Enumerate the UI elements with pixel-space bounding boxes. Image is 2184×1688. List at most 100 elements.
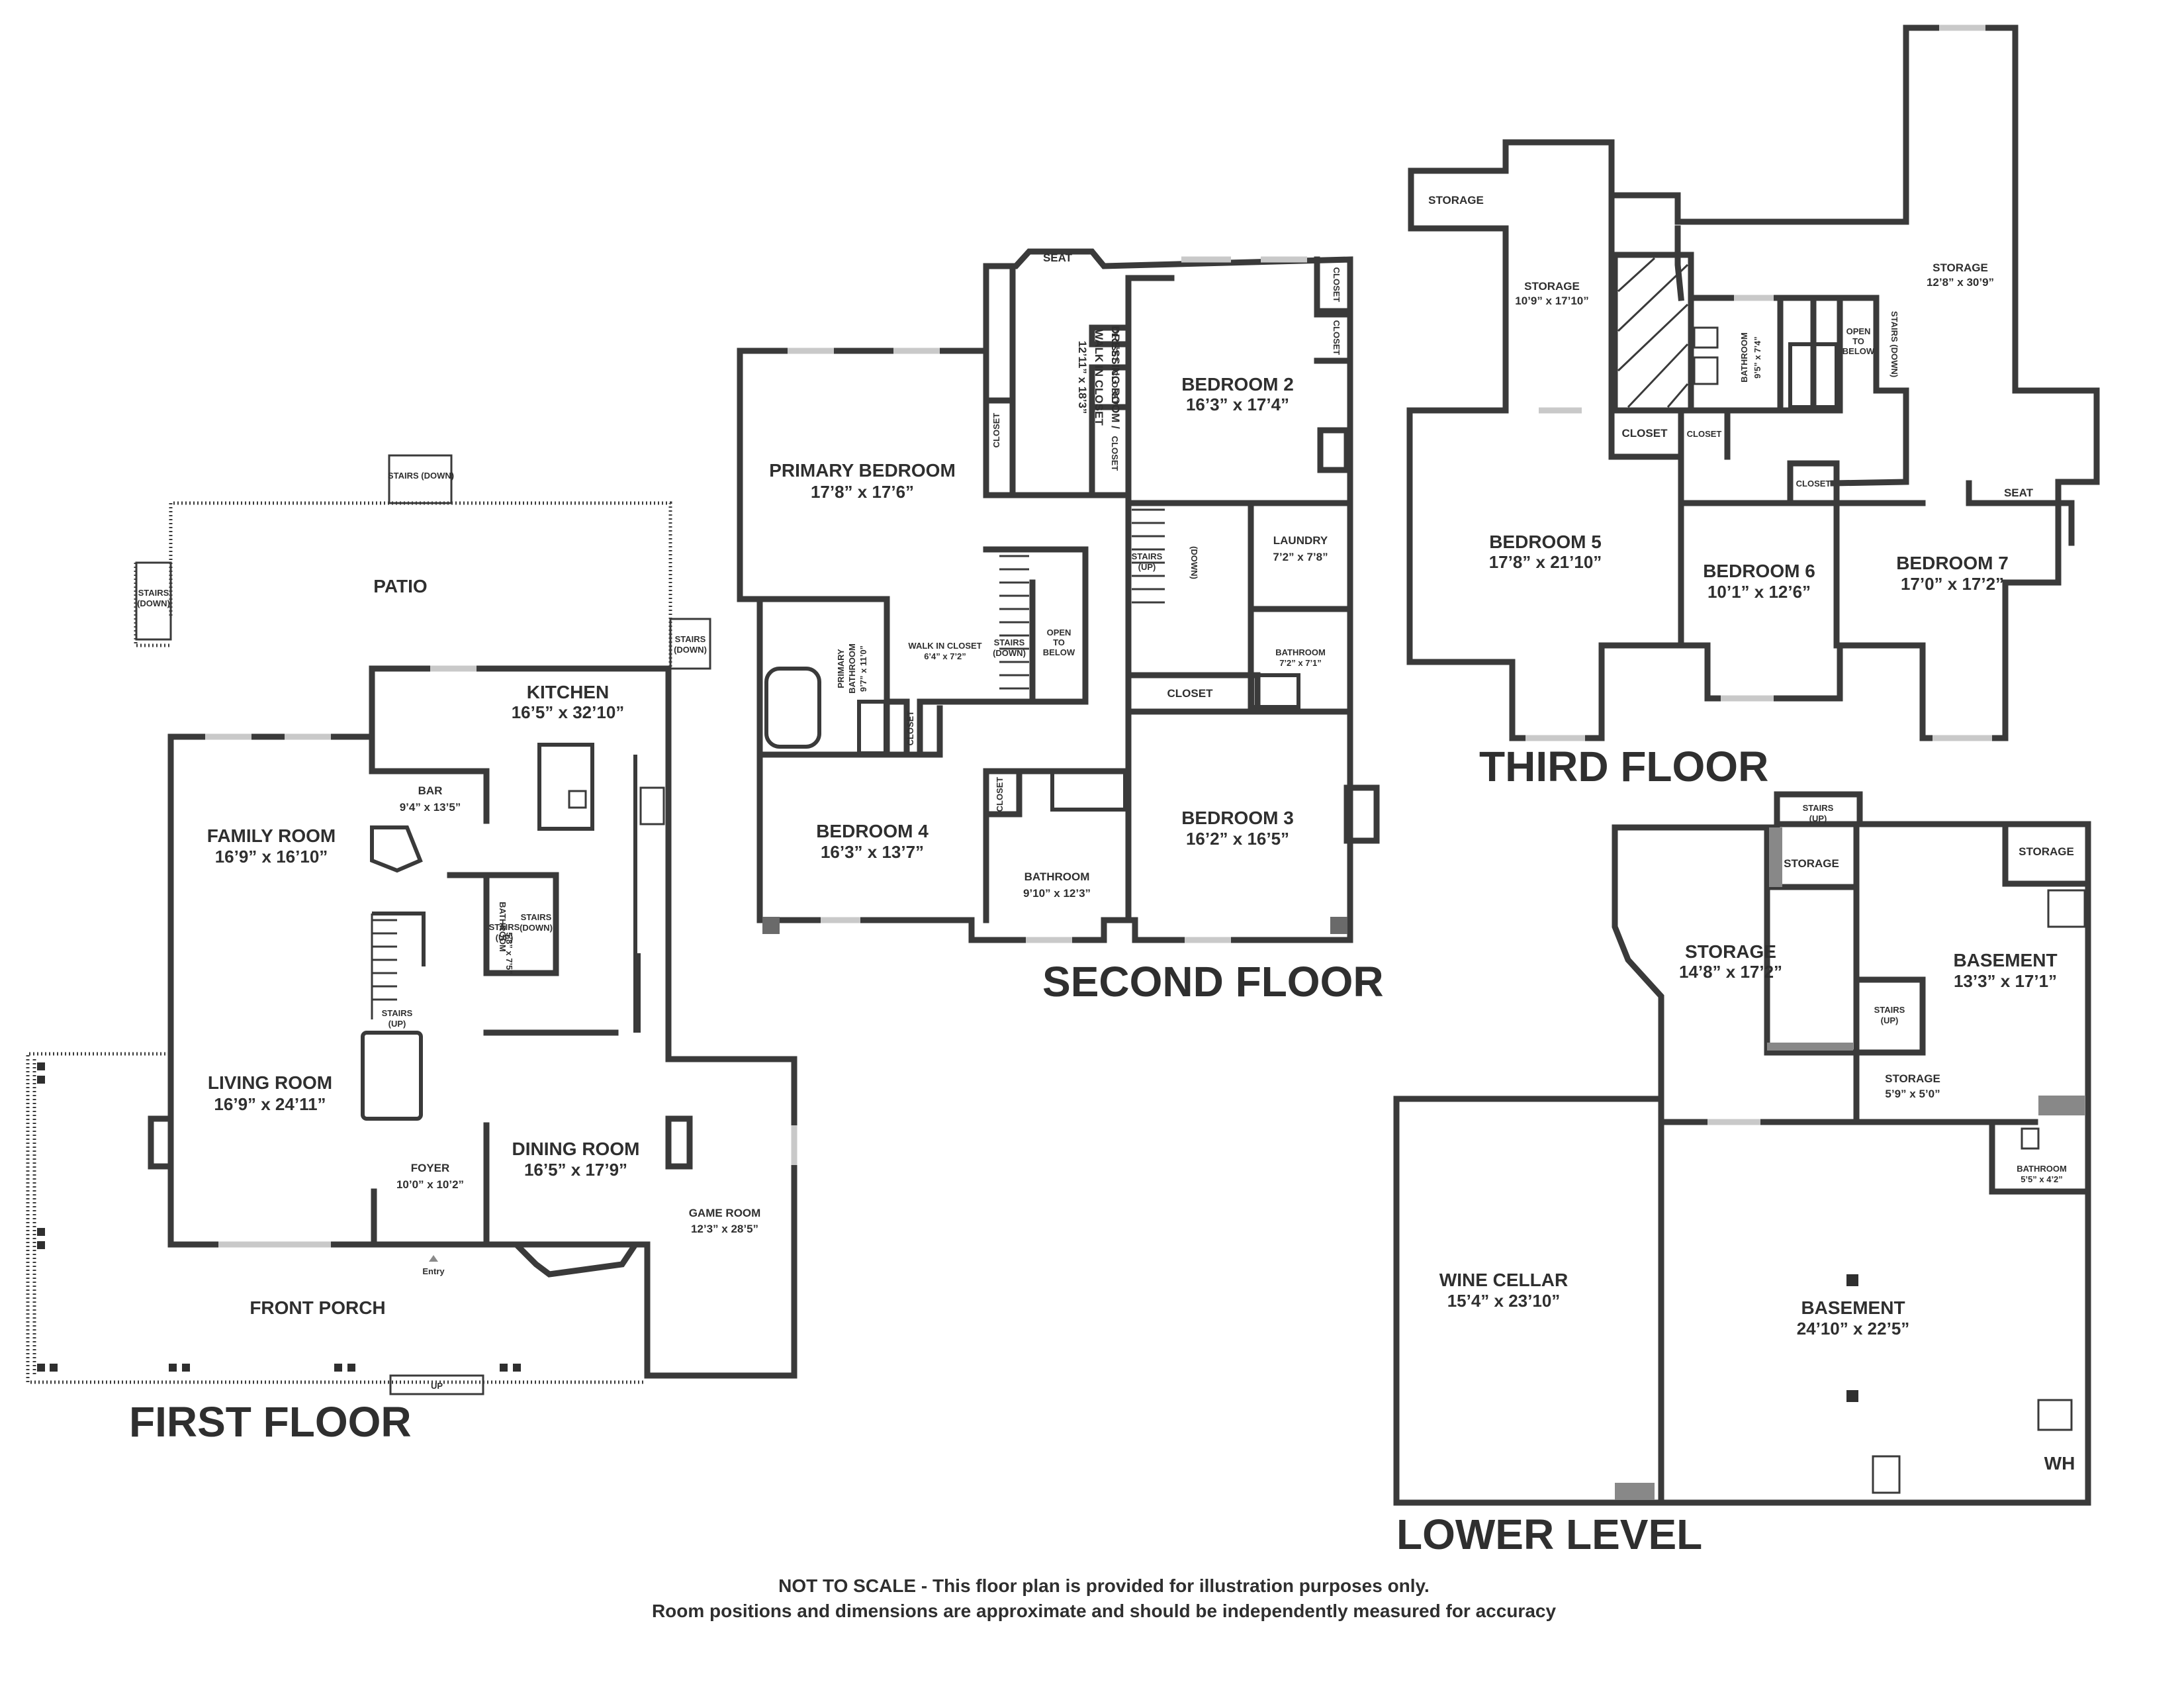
fireplace-icon bbox=[1317, 427, 1350, 473]
room-dim: 17’8” x 17’6” bbox=[811, 482, 914, 502]
range-icon bbox=[639, 786, 665, 825]
closet-label: CLOSET bbox=[1622, 427, 1668, 440]
stairs-label: STAIRS bbox=[382, 1008, 413, 1018]
fireplace-icon bbox=[1343, 784, 1380, 844]
wall bbox=[447, 872, 490, 976]
water-heater-icon bbox=[2037, 1399, 2073, 1431]
tub-icon bbox=[1250, 673, 1300, 709]
stair-well bbox=[1774, 791, 1863, 827]
shower-icon bbox=[857, 700, 887, 755]
closet bbox=[1314, 256, 1353, 364]
patio-stairs-left bbox=[135, 561, 172, 641]
wall bbox=[1248, 500, 1353, 715]
wall bbox=[983, 768, 1023, 818]
stairs-label: STAIRS bbox=[1803, 803, 1834, 813]
third-floor: STORAGE STORAGE 10’9” x 17’10” STORAGE 1… bbox=[1406, 24, 2100, 790]
hatch-icon bbox=[2038, 1096, 2085, 1115]
room-dim: 12’11” x 18’3” bbox=[1076, 341, 1089, 414]
open-label: BELOW bbox=[1043, 647, 1075, 657]
room-name: BATHROOM bbox=[1024, 870, 1090, 883]
wall bbox=[1674, 225, 1684, 301]
wall bbox=[369, 665, 490, 774]
room-name: BEDROOM 4 bbox=[816, 821, 929, 841]
floor-title: SECOND FLOOR bbox=[1042, 958, 1384, 1006]
first-floor: STAIRS (DOWN) STAIRS (DOWN) STAIRS (DOWN… bbox=[26, 454, 797, 1446]
room-name: BEDROOM 3 bbox=[1181, 808, 1294, 828]
open-label: OPEN bbox=[1047, 628, 1071, 637]
closet-label: CLOSET bbox=[905, 711, 915, 746]
room-name: BEDROOM 6 bbox=[1703, 561, 1815, 581]
room-dim: 16’3” x 17’4” bbox=[1186, 395, 1289, 414]
room-name: STORAGE bbox=[1428, 194, 1484, 207]
closet-label: CLOSET bbox=[1167, 687, 1214, 700]
room-dim: 9’5” x 7’4” bbox=[1752, 336, 1762, 379]
patio-stairs-right bbox=[669, 618, 711, 670]
toilet-icon bbox=[2021, 1127, 2040, 1150]
room-dim: 12’3” x 28’5” bbox=[691, 1223, 758, 1235]
room-name: BAR bbox=[418, 784, 443, 797]
closet bbox=[884, 698, 910, 758]
floor-title: LOWER LEVEL bbox=[1396, 1511, 1702, 1558]
closet-label: CLOSET bbox=[1110, 327, 1120, 362]
room-name: LAUNDRY bbox=[1273, 534, 1328, 547]
closet bbox=[1089, 324, 1132, 348]
room-name: BATHROOM bbox=[498, 902, 508, 952]
room-name: STORAGE bbox=[2019, 845, 2074, 858]
wall bbox=[1764, 884, 1860, 1056]
stairs-label: (DOWN) bbox=[520, 923, 553, 933]
disclaimer-line-1: NOT TO SCALE - This floor plan is provid… bbox=[778, 1575, 1430, 1596]
room-dim: 10’9” x 17’10” bbox=[1515, 295, 1589, 307]
entry-label: Entry bbox=[422, 1266, 445, 1276]
wall bbox=[1853, 824, 1926, 1125]
bay-wall bbox=[486, 1241, 651, 1278]
hatch-icon bbox=[1767, 1043, 1853, 1051]
closet bbox=[1089, 404, 1132, 498]
room-dim: 16’3” x 13’7” bbox=[821, 842, 924, 862]
closet-label: CLOSET bbox=[1332, 320, 1342, 355]
chimney-hatch bbox=[1617, 257, 1689, 408]
room-name: FOYER bbox=[411, 1162, 450, 1174]
wall bbox=[1408, 225, 1509, 414]
open-label: OPEN bbox=[1846, 326, 1871, 336]
open-label: BELOW bbox=[1843, 346, 1875, 356]
sink-icon bbox=[568, 790, 587, 809]
steps-label: UP bbox=[431, 1381, 443, 1391]
room-dim: 15’4” x 23’10” bbox=[1447, 1291, 1561, 1311]
second-floor: SEAT DRESSING ROOM / WALK IN CLOSET 12’1… bbox=[737, 248, 1384, 1006]
room-name: BATHROOM bbox=[1275, 647, 1326, 657]
stairs-label: STAIRS bbox=[675, 634, 706, 644]
room-name: BASEMENT bbox=[1801, 1297, 1905, 1318]
room-name: PATIO bbox=[373, 576, 427, 596]
shower-icon bbox=[1788, 342, 1839, 409]
room-dim: 9’4” x 13’5” bbox=[400, 801, 461, 814]
stairs-label: (DOWN) bbox=[674, 645, 707, 655]
stair-hall bbox=[983, 546, 1089, 705]
room-name: WALK IN CLOSET bbox=[908, 641, 981, 651]
post-icon bbox=[762, 917, 780, 934]
closet-label: CLOSET bbox=[995, 777, 1005, 812]
wall bbox=[372, 912, 426, 966]
room-dim: 14’8” x 17’2” bbox=[1679, 962, 1782, 982]
open-label: TO bbox=[1852, 336, 1864, 346]
patio-stairs-label: STAIRS (DOWN) bbox=[388, 471, 454, 481]
room-dim: 16’2” x 16’5” bbox=[1186, 829, 1289, 849]
closet-label: CLOSET bbox=[1110, 370, 1120, 405]
room-name: STORAGE bbox=[1885, 1072, 1940, 1085]
room-dim: 7’2” x 7’1” bbox=[1279, 658, 1322, 668]
room-name: WINE CELLAR bbox=[1439, 1270, 1568, 1290]
bath-wall bbox=[1989, 1119, 2091, 1195]
wall bbox=[1837, 295, 1909, 394]
stairs-label: (UP) bbox=[1809, 814, 1827, 823]
appliance-icon bbox=[1872, 1455, 1901, 1494]
room-dim: 7’2” x 7’8” bbox=[1273, 551, 1328, 563]
room-dim: 16’9” x 24’11” bbox=[214, 1094, 326, 1114]
disclaimer-line-2: Room positions and dimensions are approx… bbox=[652, 1601, 1557, 1621]
stairs-label: (DOWN) bbox=[137, 598, 170, 608]
floor-title: FIRST FLOOR bbox=[129, 1398, 412, 1446]
room-dim: 16’5” x 17’9” bbox=[524, 1160, 627, 1180]
column-icon bbox=[1846, 1274, 1858, 1286]
room-name: STORAGE bbox=[1784, 857, 1839, 870]
closet bbox=[1787, 460, 1840, 506]
room-name: BEDROOM 5 bbox=[1489, 532, 1602, 552]
